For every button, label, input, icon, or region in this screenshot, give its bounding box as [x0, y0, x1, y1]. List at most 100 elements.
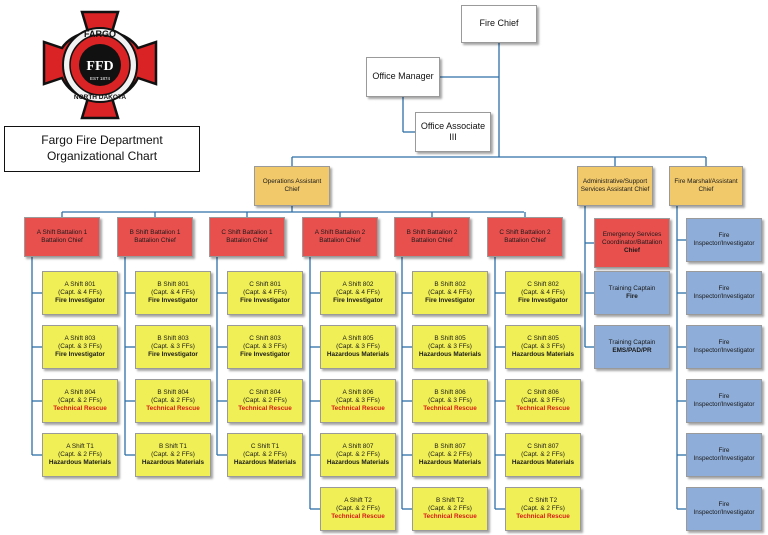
unit-box-4-1-line-3: Fire Investigator: [333, 297, 383, 304]
unit-box-3-3-line-2: (Capt. & 2 FFs): [243, 397, 287, 404]
unit-box-5-2-line-2: (Capt. & 3 FFs): [428, 343, 472, 350]
unit-box-2-1-line-1: B Shift 801: [157, 281, 189, 288]
battalion-box-2-line-1: B Shift Battalion 1: [129, 229, 181, 236]
fire-inspector-box-4-line-2: Inspector/Investigator: [693, 401, 755, 408]
fire-inspector-box-6-line-1: Fire: [718, 501, 730, 508]
unit-box-3-4-line-1: C Shift T1: [250, 443, 280, 450]
unit-box-5-2: B Shift 805(Capt. & 3 FFs)Hazardous Mate…: [412, 325, 488, 369]
battalion-box-3-line-2: Battalion Chief: [226, 237, 268, 244]
unit-box-3-2-line-1: C Shift 803: [249, 335, 281, 342]
unit-box-4-3: A Shift 806(Capt. & 3 FFs)Technical Resc…: [320, 379, 396, 423]
fire-inspector-box-2-line-2: Inspector/Investigator: [693, 293, 755, 300]
battalion-box-5-line-2: Battalion Chief: [411, 237, 453, 244]
unit-box-3-2-line-3: Fire Investigator: [240, 351, 290, 358]
unit-box-3-1-line-1: C Shift 801: [249, 281, 281, 288]
unit-box-6-5-line-1: C Shift T2: [528, 497, 558, 504]
unit-box-4-5-line-1: A Shift T2: [344, 497, 372, 504]
unit-box-1-3-line-3: Technical Rescue: [53, 405, 107, 412]
fire-inspector-box-1-line-1: Fire: [718, 232, 730, 239]
unit-box-4-5-line-3: Technical Rescue: [331, 513, 385, 520]
fire-inspector-box-6-line-2: Inspector/Investigator: [693, 509, 755, 516]
logo-center-text: FFD: [86, 59, 113, 74]
unit-box-6-4-line-3: Hazardous Materials: [511, 459, 575, 466]
unit-box-2-2-line-3: Fire Investigator: [148, 351, 198, 358]
unit-box-3-4-line-3: Hazardous Materials: [233, 459, 297, 466]
unit-box-5-4-line-3: Hazardous Materials: [418, 459, 482, 466]
unit-box-1-4: A Shift T1(Capt. & 2 FFs)Hazardous Mater…: [42, 433, 118, 477]
unit-box-6-4-line-2: (Capt. & 2 FFs): [521, 451, 565, 458]
unit-box-5-1: B Shift 802(Capt. & 4 FFs)Fire Investiga…: [412, 271, 488, 315]
unit-box-4-2-line-2: (Capt. & 3 FFs): [336, 343, 380, 350]
unit-box-6-5: C Shift T2(Capt. & 2 FFs)Technical Rescu…: [505, 487, 581, 531]
admin-staff-box-3-line-1: Training Captain: [608, 339, 656, 346]
unit-box-4-1-line-2: (Capt. & 4 FFs): [336, 289, 380, 296]
unit-box-1-3-line-1: A Shift 804: [64, 389, 96, 396]
admin-staff-box-2-line-1: Training Captain: [608, 285, 656, 292]
unit-box-6-5-line-3: Technical Rescue: [516, 513, 570, 520]
unit-box-4-3-line-2: (Capt. & 3 FFs): [336, 397, 380, 404]
unit-box-1-3-line-2: (Capt. & 2 FFs): [58, 397, 102, 404]
fire-inspector-box-5-line-1: Fire: [718, 447, 730, 454]
unit-box-1-2: A Shift 803(Capt. & 3 FFs)Fire Investiga…: [42, 325, 118, 369]
unit-box-5-2-line-3: Hazardous Materials: [418, 351, 482, 358]
unit-box-1-2-line-2: (Capt. & 3 FFs): [58, 343, 102, 350]
unit-box-4-1-line-1: A Shift 802: [342, 281, 374, 288]
unit-box-6-1: C Shift 802(Capt. & 4 FFs)Fire Investiga…: [505, 271, 581, 315]
fargo-fire-logo: FARGO FFD EST 1874 NORTH DAKOTA: [40, 8, 160, 125]
unit-box-6-2-line-3: Hazardous Materials: [511, 351, 575, 358]
unit-box-4-4-line-3: Hazardous Materials: [326, 459, 390, 466]
unit-box-5-5-line-1: B Shift T2: [436, 497, 464, 504]
unit-box-6-3-line-2: (Capt. & 3 FFs): [521, 397, 565, 404]
battalion-box-3-line-1: C Shift Battalion 1: [221, 229, 273, 236]
unit-box-6-3: C Shift 806(Capt. & 3 FFs)Technical Resc…: [505, 379, 581, 423]
fire-chief-box: Fire Chief: [461, 5, 537, 43]
unit-box-5-4-line-1: B Shift 807: [434, 443, 466, 450]
operations-assistant-chief-box-line-1: Operations Assistant: [262, 178, 322, 185]
unit-box-4-5-line-2: (Capt. & 2 FFs): [336, 505, 380, 512]
unit-box-1-1-line-1: A Shift 801: [64, 281, 96, 288]
unit-box-6-2-line-2: (Capt. & 3 FFs): [521, 343, 565, 350]
unit-box-2-4-line-3: Hazardous Materials: [141, 459, 205, 466]
admin-staff-box-1-line-1: Emergency Services: [602, 231, 662, 238]
admin-staff-box-3-line-2: EMS/PAD/PR: [612, 347, 652, 354]
unit-box-3-2-line-2: (Capt. & 3 FFs): [243, 343, 287, 350]
unit-box-1-4-line-1: A Shift T1: [66, 443, 94, 450]
admin-staff-box-1-line-2: Coordinator/Battalion: [601, 239, 663, 246]
unit-box-6-2: C Shift 805(Capt. & 3 FFs)Hazardous Mate…: [505, 325, 581, 369]
battalion-box-1-line-1: A Shift Battalion 1: [36, 229, 88, 236]
fire-inspector-box-5-line-2: Inspector/Investigator: [693, 455, 755, 462]
battalion-box-6-line-2: Battalion Chief: [504, 237, 546, 244]
unit-box-5-3-line-2: (Capt. & 3 FFs): [428, 397, 472, 404]
chart-title-line-1: Fargo Fire Department: [41, 133, 163, 148]
battalion-box-6-line-1: C Shift Battalion 2: [499, 229, 551, 236]
unit-box-2-1-line-2: (Capt. & 4 FFs): [151, 289, 195, 296]
unit-box-4-1: A Shift 802(Capt. & 4 FFs)Fire Investiga…: [320, 271, 396, 315]
unit-box-3-1-line-2: (Capt. & 4 FFs): [243, 289, 287, 296]
unit-box-5-5: B Shift T2(Capt. & 2 FFs)Technical Rescu…: [412, 487, 488, 531]
office-associate-box: Office Associate III: [415, 112, 491, 152]
unit-box-2-1: B Shift 801(Capt. & 4 FFs)Fire Investiga…: [135, 271, 211, 315]
unit-box-2-2-line-2: (Capt. & 3 FFs): [151, 343, 195, 350]
unit-box-6-5-line-2: (Capt. & 2 FFs): [521, 505, 565, 512]
office-manager-box: Office Manager: [366, 57, 440, 97]
unit-box-4-2: A Shift 805(Capt. & 3 FFs)Hazardous Mate…: [320, 325, 396, 369]
unit-box-3-3: C Shift 804(Capt. & 2 FFs)Technical Resc…: [227, 379, 303, 423]
unit-box-6-3-line-1: C Shift 806: [527, 389, 559, 396]
battalion-box-2-line-2: Battalion Chief: [134, 237, 176, 244]
unit-box-3-3-line-1: C Shift 804: [249, 389, 281, 396]
logo-top-text: FARGO: [84, 29, 116, 39]
unit-box-5-5-line-3: Technical Rescue: [423, 513, 477, 520]
unit-box-5-5-line-2: (Capt. & 2 FFs): [428, 505, 472, 512]
unit-box-4-3-line-1: A Shift 806: [342, 389, 374, 396]
unit-box-1-2-line-1: A Shift 803: [64, 335, 96, 342]
